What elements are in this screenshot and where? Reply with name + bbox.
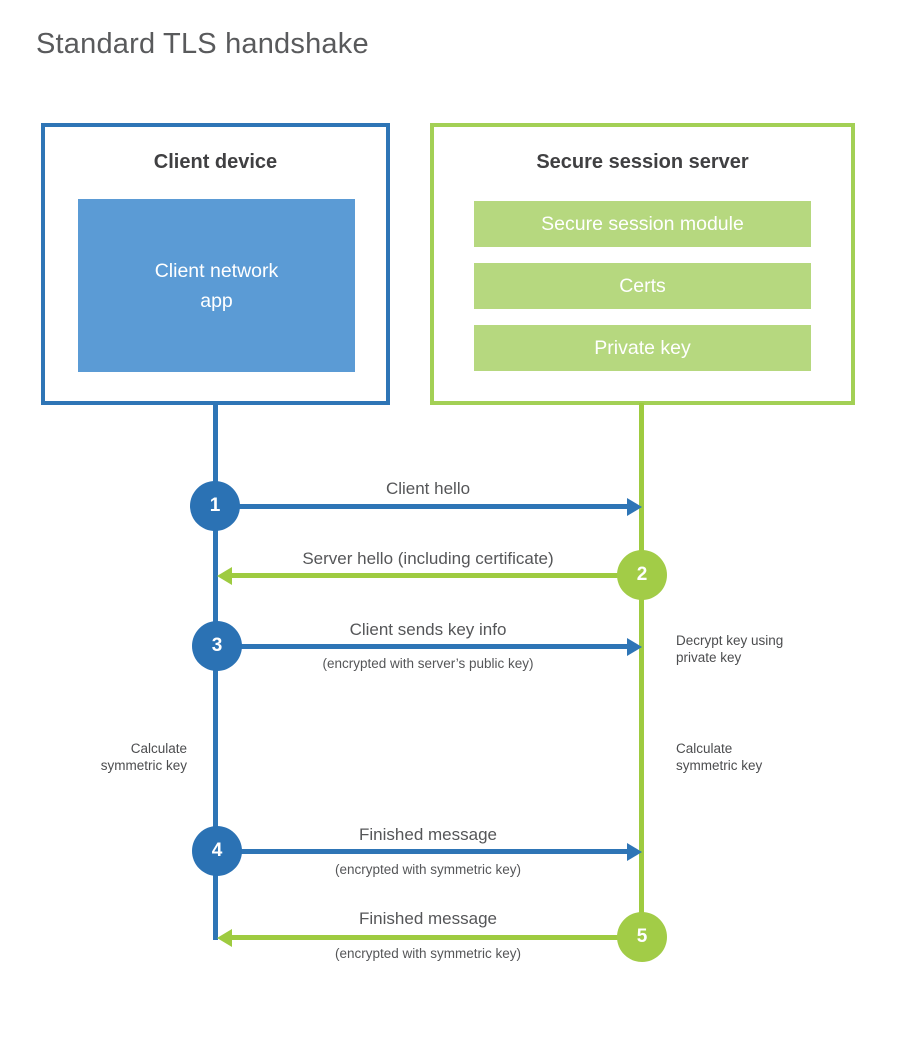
client-device-title: Client device	[153, 151, 278, 173]
arrow-step4	[218, 849, 630, 854]
arrowhead-step2	[217, 567, 232, 585]
arrow-step5	[230, 935, 642, 940]
client-device-box: Client device Client network app	[41, 123, 390, 405]
msg-client-hello: Client hello	[385, 479, 471, 498]
step-number-5: 5	[636, 926, 648, 947]
step-marker-3: 3	[192, 621, 242, 671]
certs-bar: Certs	[474, 263, 811, 309]
msg-server-hello: Server hello (including certificate)	[302, 549, 554, 568]
step-marker-4: 4	[192, 826, 242, 876]
secure-session-server-title: Secure session server	[536, 151, 749, 173]
step-number-3: 3	[211, 635, 223, 656]
private-key-bar: Private key	[474, 325, 811, 371]
step-marker-1: 1	[190, 481, 240, 531]
step-number-2: 2	[636, 564, 648, 585]
step-marker-2: 2	[617, 550, 667, 600]
client-lifeline	[213, 403, 218, 940]
msg-client-key-info: Client sends key info	[349, 620, 507, 639]
page-title: Standard TLS handshake	[36, 28, 369, 60]
msg-finished-client: Finished message	[359, 825, 497, 844]
secure-session-server-box: Secure session server Secure session mod…	[430, 123, 855, 405]
step-number-4: 4	[211, 840, 223, 861]
server-lifeline	[639, 403, 644, 938]
note-decrypt-key: Decrypt key using private key	[676, 633, 784, 665]
arrowhead-step1	[627, 498, 642, 516]
step-number-1: 1	[209, 495, 221, 516]
arrow-step2	[230, 573, 642, 578]
step-marker-5: 5	[617, 912, 667, 962]
msg-finished-server: Finished message	[359, 909, 497, 928]
arrow-step3	[218, 644, 630, 649]
arrowhead-step5	[217, 929, 232, 947]
secure-session-module-bar: Secure session module	[474, 201, 811, 247]
msg-finished-client-sub: (encrypted with symmetric key)	[334, 862, 522, 877]
arrowhead-step4	[627, 843, 642, 861]
arrowhead-step3	[627, 638, 642, 656]
arrow-step1	[216, 504, 630, 509]
note-calculate-symmetric-left: Calculate symmetric key	[100, 741, 187, 773]
client-network-app-rect: Client network app	[78, 199, 355, 372]
note-calculate-symmetric-right: Calculate symmetric key	[676, 741, 763, 773]
msg-client-key-info-sub: (encrypted with server’s public key)	[322, 656, 534, 671]
msg-finished-server-sub: (encrypted with symmetric key)	[334, 946, 522, 961]
